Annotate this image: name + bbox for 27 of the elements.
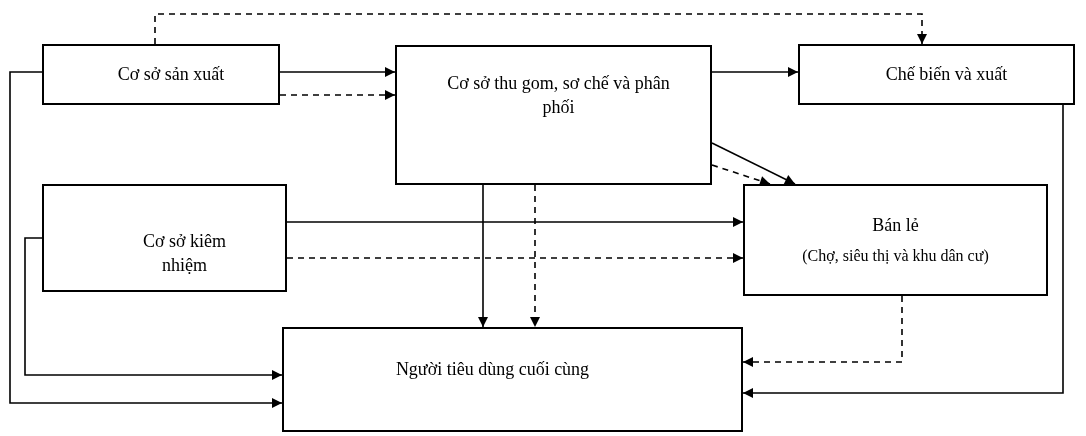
arrow xyxy=(24,237,283,380)
dashed-arrow xyxy=(154,13,927,45)
process-box xyxy=(395,45,712,185)
process-box xyxy=(42,184,287,292)
box-label: Bán lẻ xyxy=(872,214,919,238)
box-label: Người tiêu dùng cuối cùng xyxy=(395,358,590,382)
dashed-arrow xyxy=(279,90,396,100)
dashed-arrow xyxy=(286,253,744,263)
process-box xyxy=(282,327,743,432)
box-label: Cơ sở thu gom, sơ chế và phân phối xyxy=(447,71,670,119)
arrow xyxy=(279,67,396,77)
process-box xyxy=(798,44,1075,105)
box-label: Cơ sở kiêm nhiệm xyxy=(141,229,227,277)
dashed-arrow xyxy=(530,184,540,328)
box-subtitle: (Chợ, siêu thị và khu dân cư) xyxy=(802,246,989,267)
process-box xyxy=(743,184,1048,296)
box-label: Cơ sở sản xuất xyxy=(117,63,225,87)
box-label: Chế biến và xuất xyxy=(885,63,1008,87)
process-box xyxy=(42,44,280,105)
arrow xyxy=(9,71,283,408)
dashed-arrow xyxy=(742,295,903,367)
dashed-arrow xyxy=(711,164,771,186)
arrow xyxy=(711,67,799,77)
arrow xyxy=(742,104,1064,398)
arrow xyxy=(478,184,488,328)
arrow xyxy=(711,142,796,185)
arrow xyxy=(286,217,744,227)
